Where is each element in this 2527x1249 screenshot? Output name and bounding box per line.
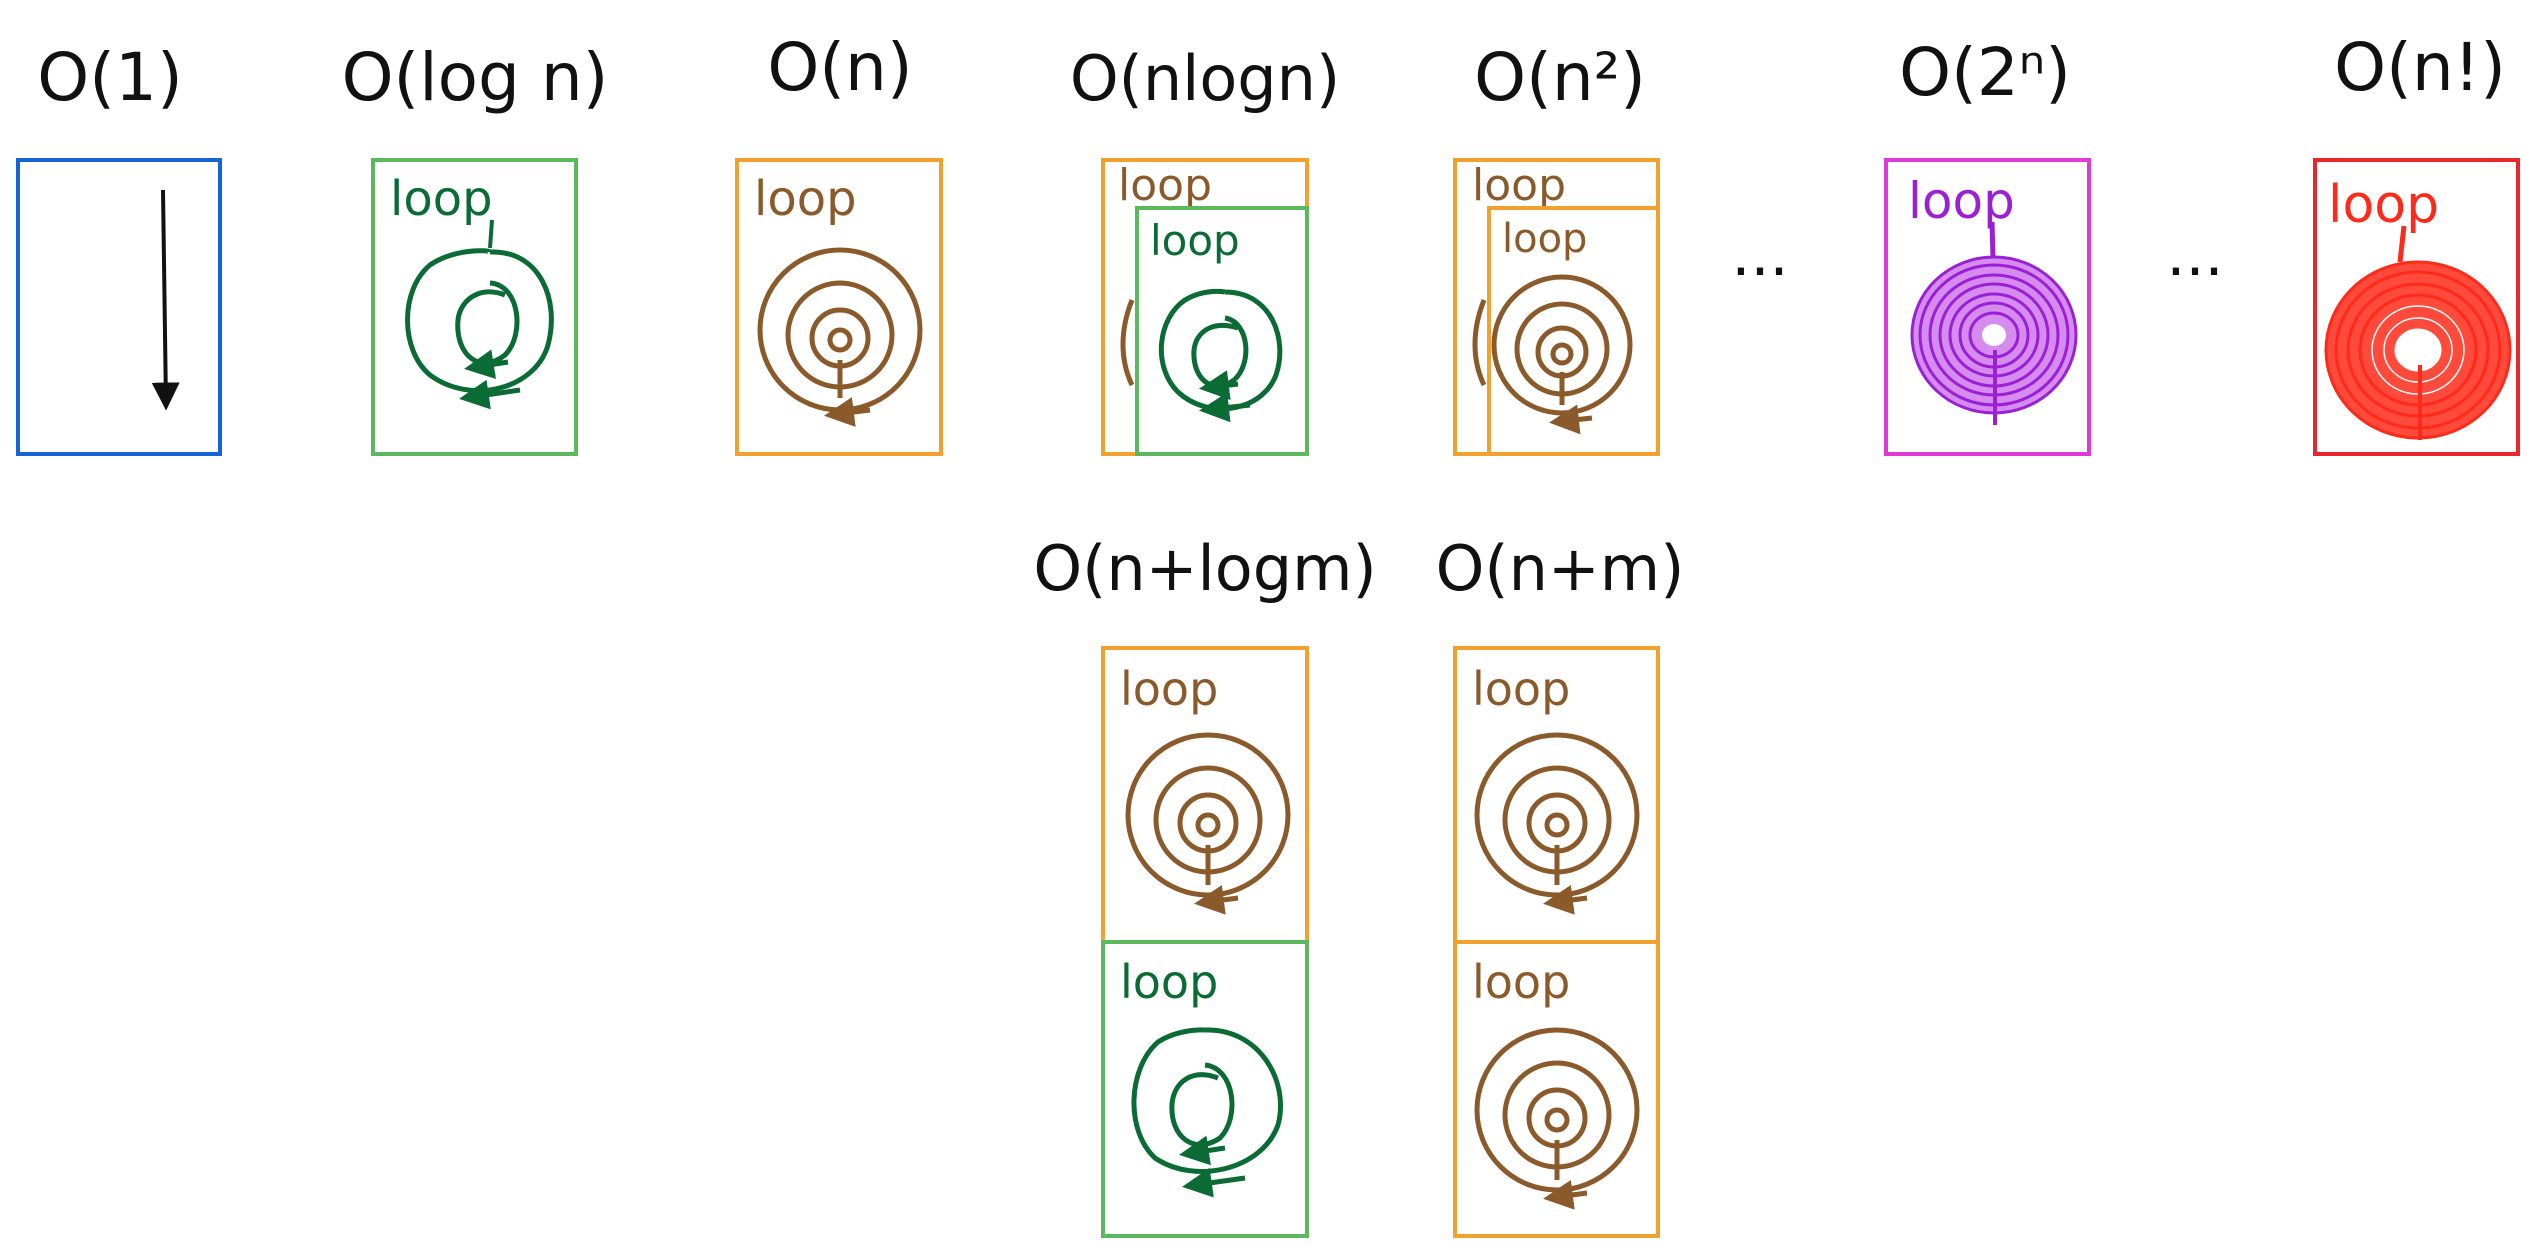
loop-label: loop xyxy=(390,171,493,227)
ellipsis: ... xyxy=(2166,220,2223,290)
panel-on: loop xyxy=(735,158,943,456)
title-onlogm: O(n+logm) xyxy=(1033,532,1376,605)
loop-label: loop xyxy=(1908,172,2015,230)
panel-ofact: loop xyxy=(2313,158,2520,456)
linear-spiral-icon xyxy=(1491,274,1633,435)
log-spiral-icon xyxy=(405,248,554,410)
log-spiral-icon xyxy=(1158,288,1283,423)
panel-onlogm-top: loop xyxy=(1101,646,1309,944)
title-o2n: O(2ⁿ) xyxy=(1899,34,2071,111)
panel-o1 xyxy=(16,158,222,456)
log-spiral-icon xyxy=(1131,1027,1283,1198)
loop-label: loop xyxy=(2328,175,2439,235)
title-ologn: O(log n) xyxy=(342,39,609,116)
title-onlogn: O(nlogn) xyxy=(1070,42,1340,115)
title-on2: O(n²) xyxy=(1474,39,1646,116)
loop-label: loop xyxy=(1120,662,1218,716)
down-arrow-icon xyxy=(151,189,180,411)
linear-spiral-icon xyxy=(1474,1027,1640,1210)
loop-label: loop xyxy=(1472,662,1570,716)
title-on: O(n) xyxy=(767,29,912,106)
loop-label: loop xyxy=(1472,955,1570,1009)
panel-ologn: loop xyxy=(371,158,578,456)
loop-label: loop xyxy=(1118,160,1212,211)
dense-spiral-icon xyxy=(1910,255,2078,425)
title-o1: O(1) xyxy=(37,39,182,116)
panel-onlogn: loop loop xyxy=(1101,158,1309,456)
linear-spiral-icon xyxy=(1474,732,1640,915)
linear-spiral-icon xyxy=(757,247,923,427)
loop-label: loop xyxy=(1120,955,1218,1009)
dense-spiral-icon xyxy=(2324,260,2512,440)
panel-onlogm-bottom: loop xyxy=(1101,940,1309,1238)
inner-loop-label: loop xyxy=(1150,216,1240,265)
loop-label: loop xyxy=(754,171,857,227)
title-onm: O(n+m) xyxy=(1436,532,1685,605)
ellipsis: ... xyxy=(1731,220,1788,290)
loop-label: loop xyxy=(1472,160,1566,211)
panel-onm-top: loop xyxy=(1453,646,1660,944)
panel-on2: loop loop xyxy=(1453,158,1660,456)
linear-spiral-icon xyxy=(1125,732,1291,915)
panel-onm-bottom: loop xyxy=(1453,940,1660,1238)
panel-o2n: loop xyxy=(1884,158,2091,456)
title-ofact: O(n!) xyxy=(2334,29,2506,106)
inner-loop-label: loop xyxy=(1502,216,1587,262)
